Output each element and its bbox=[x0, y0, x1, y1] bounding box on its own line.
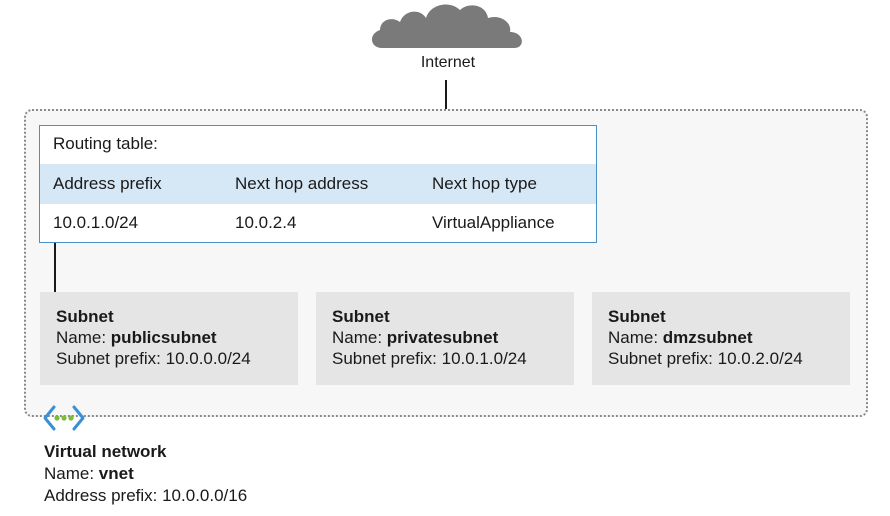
internet-connector-line bbox=[445, 80, 447, 110]
routing-table-header bbox=[40, 164, 596, 204]
subnet-name-label: Name: bbox=[56, 328, 111, 347]
vnet-address-prefix: Address prefix: 10.0.0.0/16 bbox=[44, 486, 248, 505]
subnet-public: Subnet Name: publicsubnet Subnet prefix:… bbox=[40, 292, 298, 385]
subnet-prefix: Subnet prefix: 10.0.1.0/24 bbox=[332, 349, 527, 368]
subnet-name-label: Name: bbox=[608, 328, 663, 347]
route-next-hop-type: VirtualAppliance bbox=[432, 213, 555, 232]
vnet-name-label: Name: bbox=[44, 464, 99, 483]
subnet-name: publicsubnet bbox=[110, 328, 217, 347]
column-header-next-hop-address: Next hop address bbox=[235, 174, 369, 193]
cloud-icon bbox=[371, 4, 522, 48]
route-next-hop-address: 10.0.2.4 bbox=[235, 213, 297, 232]
subnet-prefix: Subnet prefix: 10.0.2.0/24 bbox=[608, 349, 803, 368]
subnet-name: dmzsubnet bbox=[662, 328, 753, 347]
subnet-prefix: Subnet prefix: 10.0.0.0/24 bbox=[56, 349, 251, 368]
subnet-title: Subnet bbox=[608, 307, 666, 326]
internet-label: Internet bbox=[420, 54, 476, 71]
virtual-network-icon bbox=[43, 405, 85, 431]
subnet-title: Subnet bbox=[332, 307, 390, 326]
vnet-name: vnet bbox=[98, 464, 134, 483]
subnet-name: privatesubnet bbox=[386, 328, 499, 347]
column-header-address-prefix: Address prefix bbox=[53, 174, 162, 193]
vnet-title: Virtual network bbox=[44, 442, 167, 461]
subnet-private: Subnet Name: privatesubnet Subnet prefix… bbox=[316, 292, 574, 385]
subnet-dmz: Subnet Name: dmzsubnet Subnet prefix: 10… bbox=[592, 292, 850, 385]
virtual-network-info: Virtual network Name: vnet Address prefi… bbox=[44, 441, 247, 507]
route-address-prefix: 10.0.1.0/24 bbox=[53, 213, 139, 232]
subnet-name-label: Name: bbox=[332, 328, 387, 347]
routing-table-connector-line bbox=[54, 243, 56, 293]
column-header-next-hop-type: Next hop type bbox=[432, 174, 537, 193]
subnet-title: Subnet bbox=[56, 307, 114, 326]
routing-table-title: Routing table: bbox=[53, 134, 158, 153]
